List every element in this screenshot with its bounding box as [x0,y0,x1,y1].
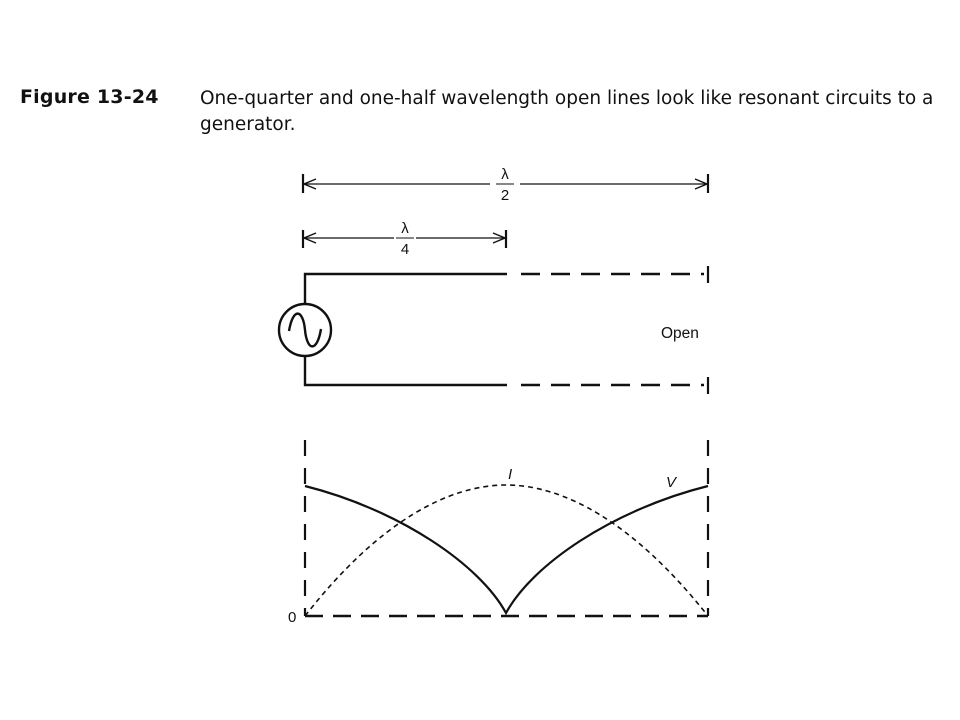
bottom-conductor-solid [303,357,507,387]
figure-label: Figure 13-24 [20,86,159,108]
quarter-wave-dimension: λ 4 [301,220,508,258]
standing-wave-plot: I V 0 [288,440,710,626]
current-label: I [508,466,512,483]
half-wave-denominator: 2 [501,187,509,204]
half-wave-dimension: λ 2 [301,166,710,204]
voltage-label: V [666,474,678,491]
quarter-wave-denominator: 4 [401,241,409,258]
half-wave-lambda: λ [501,166,509,183]
current-curve [304,484,709,617]
top-conductor-solid [303,272,507,303]
origin-label: 0 [288,609,296,626]
figure-caption: One-quarter and one-half wavelength open… [200,88,934,135]
transmission-line: Open [277,266,710,394]
ac-generator-icon [277,302,333,358]
voltage-curve [304,484,709,616]
quarter-wave-lambda: λ [401,220,409,237]
open-label: Open [661,325,699,342]
